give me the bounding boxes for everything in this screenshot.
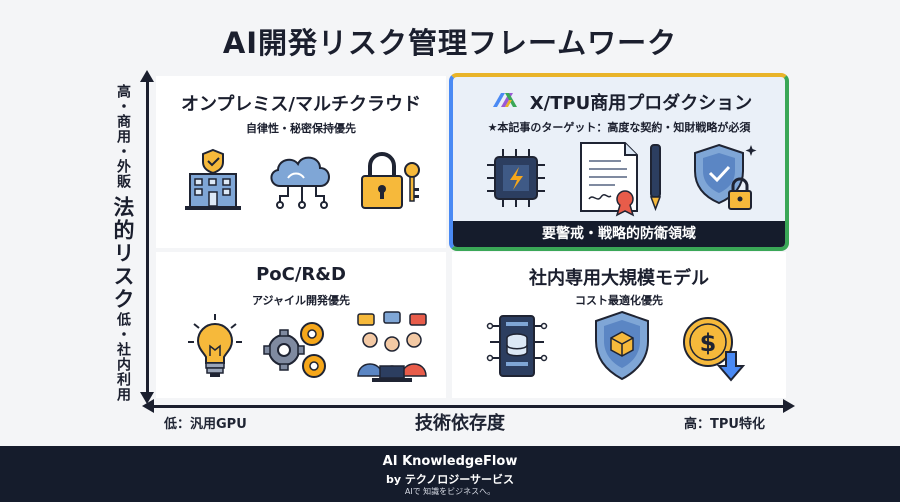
server-icon xyxy=(486,315,548,377)
padlock-key-icon xyxy=(361,152,420,209)
quadrant-title: 社内専用大規模モデル xyxy=(529,268,709,289)
x-axis-high-label: 高：TPU特化 xyxy=(684,417,765,432)
team-icon xyxy=(357,311,427,382)
footer: AI KnowledgeFlow by テクノロジーサービス AIで 知識をビジ… xyxy=(0,446,900,502)
quadrant-title: PoC/R&D xyxy=(256,264,346,285)
gears-icon xyxy=(263,322,326,378)
x-axis-low-label: 低：汎用GPU xyxy=(164,417,247,432)
quadrant-title: オンプレミス/マルチクラウド xyxy=(180,94,422,115)
quadrant-onpremise: オンプレミス/マルチクラウド 自律性・秘密保持優先 xyxy=(156,76,446,248)
quadrant-subtitle: アジャイル開発優先 xyxy=(251,294,350,307)
footer-by: by テクノロジーサービス xyxy=(386,473,514,486)
chip-icon xyxy=(487,149,545,207)
quadrant-subtitle: 自律性・秘密保持優先 xyxy=(246,122,356,135)
y-axis-title: 法的リスク xyxy=(111,196,135,311)
y-axis-arrow-up xyxy=(140,70,154,82)
quadrant-internal-large-model: 社内専用大規模モデル コスト最適化優先 $ xyxy=(452,252,786,398)
quadrant-poc-rd: PoC/R&D アジャイル開発優先 xyxy=(156,252,446,398)
contract-pen-icon xyxy=(580,142,662,217)
y-axis-low-label: 低・社内利用 xyxy=(115,312,131,402)
y-axis-high-label: 高・商用・外販 xyxy=(115,84,131,189)
shield-lock-icon xyxy=(694,143,757,210)
page-title: AI開発リスク管理フレームワーク xyxy=(222,26,678,60)
svg-text:$: $ xyxy=(700,329,717,357)
lightbulb-icon xyxy=(188,314,242,377)
x-axis-line xyxy=(150,405,785,408)
quadrant-subtitle: コスト最適化優先 xyxy=(575,294,663,307)
footer-tagline: AIで 知識をビジネスへ。 xyxy=(404,487,496,496)
x-axis-arrow-right xyxy=(783,399,795,413)
shield-cube-icon xyxy=(595,310,649,381)
building-icon xyxy=(185,148,241,210)
jax-logo-icon xyxy=(493,93,517,107)
cloud-network-icon xyxy=(270,156,330,209)
x-axis-title: 技術依存度 xyxy=(380,409,540,435)
y-axis-line xyxy=(146,78,149,398)
quadrant-title: X/TPU商用プロダクション xyxy=(529,93,753,114)
strategic-defense-banner: 要警戒・戦略的防衛領域 xyxy=(453,221,785,247)
quadrant-subtitle: ★本記事のターゲット：高度な契約・知財戦略が必須 xyxy=(487,121,751,134)
dollar-down-icon: $ xyxy=(683,317,746,382)
quadrant-tpu-production: X/TPU商用プロダクション ★本記事のターゲット：高度な契約・知財戦略が必須 xyxy=(449,73,789,251)
footer-brand: AI KnowledgeFlow xyxy=(382,454,518,469)
x-axis-arrow-left xyxy=(142,399,154,413)
